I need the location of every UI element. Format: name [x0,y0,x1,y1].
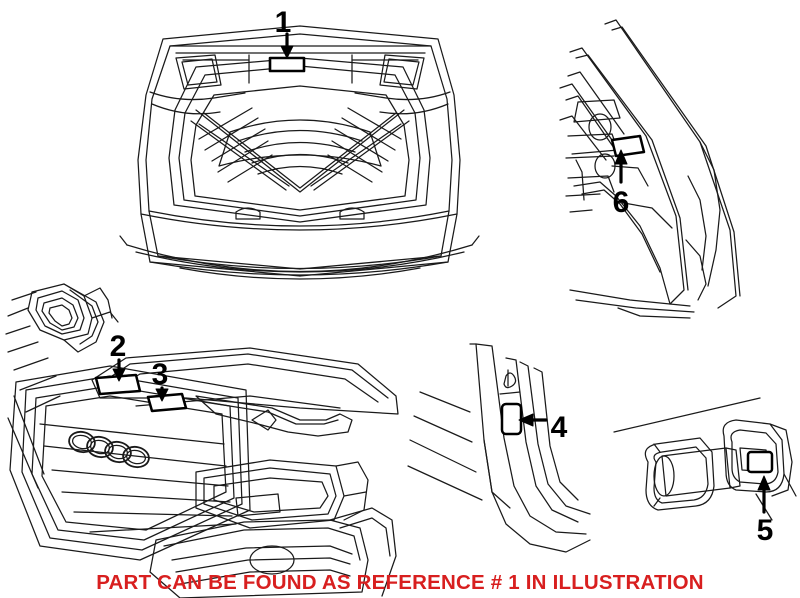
callout-4-arrow [518,413,548,427]
hood-assembly [119,25,480,280]
callout-label-4: 4 [551,411,568,444]
callout-3-arrow [155,386,169,402]
fender-mounted-pad [500,402,523,436]
callout-label-2: 2 [110,330,127,363]
callout-6-arrow [614,149,628,184]
callout-label-5: 5 [757,514,774,547]
door-pillar-pad [610,134,646,158]
callout-label-1: 1 [275,6,292,39]
front-grille-and-bumper [5,283,399,598]
grille-upper-right-clip [146,392,188,413]
door-pillar-detail [559,19,741,319]
callout-label-3: 3 [152,358,169,391]
latch-striker-pad [746,450,774,474]
callout-label-6: 6 [613,186,630,219]
grille-upper-left-clip [94,373,142,396]
audi-rings-logo [68,430,150,469]
fender-detail [407,343,591,553]
hood-inner-panel-emblem-pad [268,56,306,73]
callout-1-arrow [280,32,294,59]
latch-striker-detail [613,397,797,521]
callout-2-arrow [112,358,126,382]
callout-5-arrow [757,475,771,514]
